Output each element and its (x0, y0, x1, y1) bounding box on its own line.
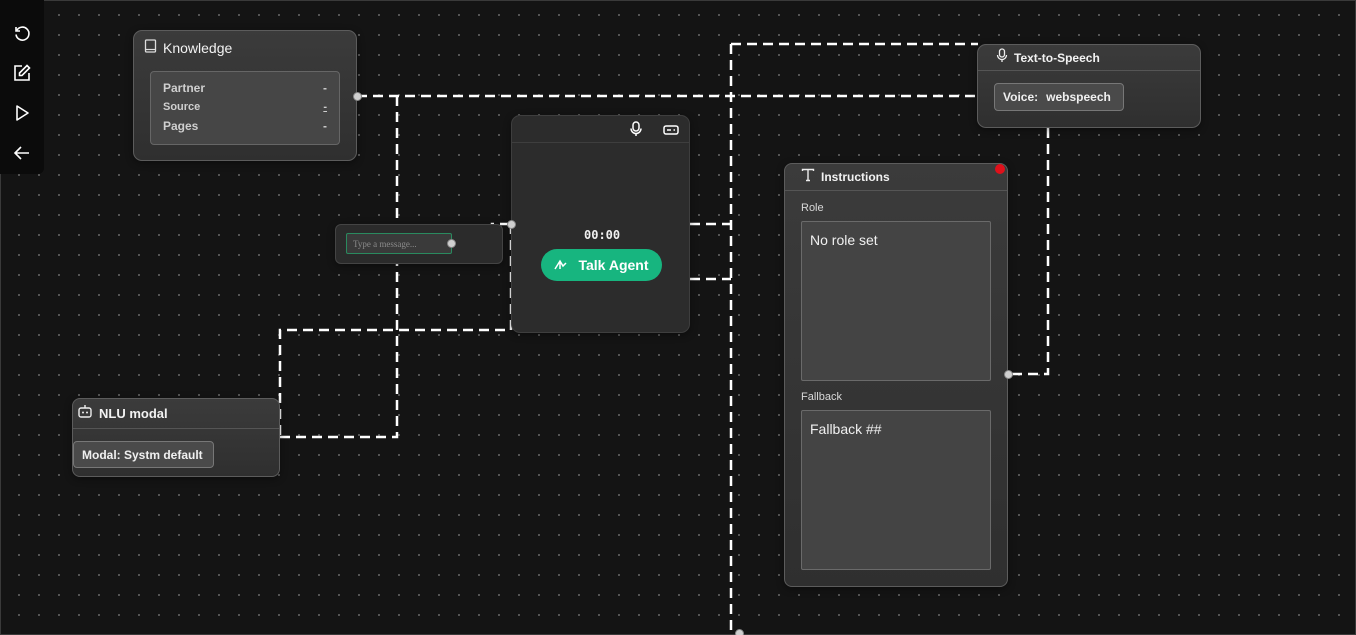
nlu-model-select[interactable]: Modal: Systm default (73, 441, 214, 468)
nlu-header: NLU modal (73, 399, 279, 429)
keyboard-toggle-icon[interactable] (663, 123, 679, 141)
message-input[interactable]: Type a message... (346, 233, 452, 254)
bus-bottom-handle[interactable] (735, 629, 744, 635)
edit-icon[interactable] (11, 62, 33, 84)
play-icon[interactable] (11, 102, 33, 124)
agent-node[interactable] (511, 115, 690, 333)
edge-knowledge-nlu (280, 96, 399, 439)
microphone-icon[interactable] (629, 121, 643, 142)
instructions-title: Instructions (821, 170, 890, 184)
robot-icon (77, 404, 93, 423)
talk-agent-label: Talk Agent (578, 257, 649, 273)
agent-header (512, 116, 689, 143)
fallback-label: Fallback (801, 391, 842, 403)
book-icon (144, 38, 157, 58)
knowledge-output-handle[interactable] (353, 92, 362, 101)
knowledge-header: Knowledge (134, 31, 356, 65)
message-output-handle[interactable] (447, 239, 456, 248)
left-toolbar (0, 0, 44, 174)
tts-header: Text-to-Speech (978, 45, 1200, 71)
fallback-textarea[interactable]: Fallback ## (801, 410, 991, 570)
knowledge-node[interactable]: Knowledge Partner - Source - Pages - (133, 30, 357, 161)
agent-input-handle[interactable] (507, 220, 516, 229)
microphone-icon (996, 47, 1008, 68)
instructions-input-handle[interactable] (1004, 370, 1013, 379)
undo-icon[interactable] (11, 22, 33, 44)
back-arrow-icon[interactable] (11, 142, 33, 164)
knowledge-row-pages: Pages - (163, 119, 327, 133)
tts-voice-select[interactable]: Voice: webspeech (994, 83, 1124, 111)
status-indicator-dot (995, 164, 1005, 174)
tts-voice-label: Voice: (1003, 90, 1039, 104)
knowledge-row-source: Source - (163, 101, 327, 113)
role-textarea[interactable]: No role set (801, 221, 991, 381)
talk-agent-button[interactable]: Talk Agent (541, 249, 662, 281)
waveform-icon (554, 257, 572, 274)
knowledge-row-partner: Partner - (163, 81, 327, 95)
message-placeholder: Type a message... (353, 238, 417, 249)
role-label: Role (801, 202, 824, 214)
edge-tts-instructions (1008, 128, 1050, 376)
nlu-title: NLU modal (99, 406, 168, 421)
tts-voice-value: webspeech (1046, 90, 1111, 104)
knowledge-details: Partner - Source - Pages - (150, 71, 340, 145)
instructions-header: Instructions (785, 164, 1007, 191)
call-timer: 00:00 (584, 228, 621, 242)
text-type-icon (801, 168, 815, 187)
knowledge-title: Knowledge (163, 40, 233, 56)
tts-title: Text-to-Speech (1014, 50, 1100, 65)
